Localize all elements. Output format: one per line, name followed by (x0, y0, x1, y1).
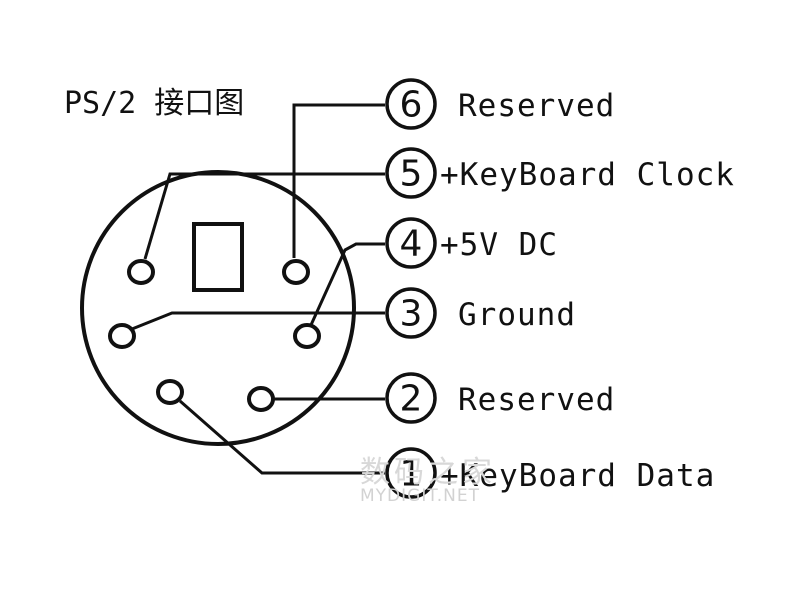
pin-hole-6 (282, 259, 310, 285)
pin-number-2: 2 (400, 379, 423, 420)
leader-line-5 (143, 172, 385, 260)
watermark-text: 数码之家 (360, 455, 496, 490)
pin-number-circle-4 (385, 217, 437, 269)
leader-line-1 (179, 399, 385, 475)
pin-number-circle-1 (385, 447, 437, 499)
watermark-subtext: MYDIGIT.NET (360, 486, 480, 506)
pin-label-1: +KeyBoard Data (440, 458, 716, 494)
pin-number-1: 1 (400, 454, 423, 495)
pin-label-3: Ground (458, 297, 576, 333)
pin-number-circle-6 (385, 78, 437, 130)
leader-line-3 (131, 311, 385, 331)
pin-number-4: 4 (400, 224, 423, 265)
pin-label-6: Reserved (458, 88, 616, 124)
pin-label-5: +KeyBoard Clock (440, 157, 735, 193)
pin-label-2: Reserved (458, 382, 616, 418)
pin-number-6: 6 (400, 85, 423, 126)
pin-number-circle-3 (385, 287, 437, 339)
pin-label-4: +5V DC (440, 227, 558, 263)
pin-hole-2 (247, 386, 275, 412)
leader-line-4 (309, 242, 385, 326)
leader-line-6 (292, 103, 385, 258)
pin-number-circle-5 (385, 147, 437, 199)
pin-number-3: 3 (400, 294, 423, 335)
pin-hole-5 (127, 259, 155, 285)
pin-hole-3 (108, 323, 136, 349)
connector-body (80, 170, 356, 446)
pin-number-5: 5 (400, 154, 423, 195)
pin-number-circle-2 (385, 372, 437, 424)
diagram-title: PS/2 接口图 (64, 86, 245, 121)
pin-hole-4 (293, 323, 321, 349)
pin-hole-1 (156, 379, 184, 405)
connector-key (192, 222, 244, 292)
